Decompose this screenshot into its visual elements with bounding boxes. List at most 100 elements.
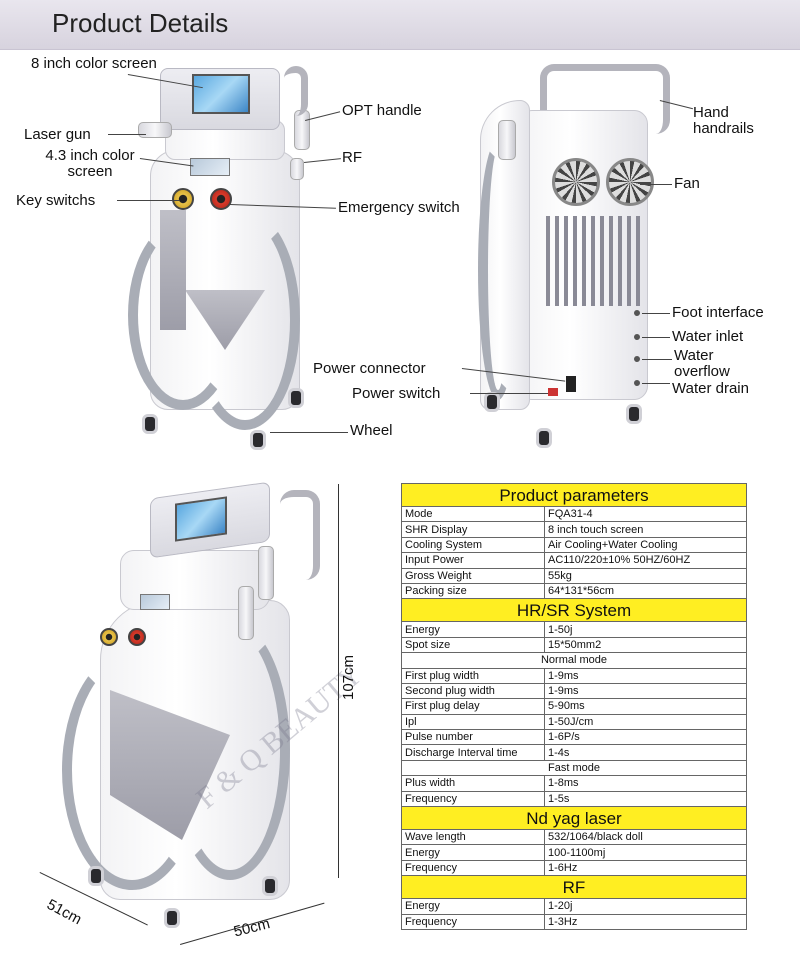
leader-rf	[304, 158, 341, 163]
spec-key: First plug width	[401, 667, 545, 684]
spec-value: 1-5s	[544, 790, 747, 808]
spec-value: AC110/220±10% 50HZ/60HZ	[544, 552, 747, 569]
back-hose	[478, 140, 518, 400]
front-wheel-right	[288, 388, 304, 408]
spec-value: 1-9ms	[544, 667, 747, 684]
back-wheel-left	[536, 428, 552, 448]
spec-key: Spot size	[401, 636, 545, 654]
spec-value: 1-8ms	[544, 775, 747, 792]
angled-43inch-screen	[140, 594, 170, 610]
leader-opt-handle	[305, 111, 341, 121]
back-power-switch	[548, 388, 558, 396]
spec-value: 15*50mm2	[544, 636, 747, 654]
spec-key: Mode	[401, 505, 545, 523]
back-wheel-rear	[484, 392, 500, 412]
front-43inch-screen	[190, 158, 230, 176]
spec-section-title: Product parameters	[401, 483, 747, 507]
spec-value: 1-9ms	[544, 682, 747, 700]
spec-value: 100-1100mj	[544, 844, 747, 861]
spec-key: Plus width	[401, 775, 545, 792]
angled-key-switch	[100, 628, 118, 646]
label-water-overflow: Water overflow	[674, 347, 730, 380]
dimension-line-height	[338, 484, 339, 878]
back-power-connector	[566, 376, 576, 392]
front-wheel-center	[250, 430, 266, 450]
spec-key: Input Power	[401, 552, 545, 569]
label-43inch-color-screen: 4.3 inch color screen	[45, 147, 135, 180]
spec-value: Air Cooling+Water Cooling	[544, 536, 747, 554]
leader-fan	[640, 184, 672, 185]
spec-section-title: HR/SR System	[401, 598, 747, 623]
spec-value: 1-20j	[544, 898, 747, 915]
spec-section-header: Product parameters	[401, 483, 747, 507]
spec-key: Wave length	[401, 829, 545, 846]
angled-handrail	[280, 490, 320, 580]
label-emergency-switch: Emergency switch	[338, 199, 460, 216]
leader-foot-interface	[642, 313, 670, 314]
spec-value: 1-50J/cm	[544, 713, 747, 731]
front-opt-handle	[294, 110, 310, 150]
leader-power-switch	[470, 393, 548, 394]
back-vent-grille	[546, 216, 642, 306]
header-bar: Product Details	[0, 0, 800, 50]
spec-value: 1-4s	[544, 744, 747, 761]
front-rf-handle	[290, 158, 304, 180]
spec-key: Energy	[401, 844, 545, 861]
label-rf: RF	[342, 149, 362, 166]
spec-key: SHR Display	[401, 521, 545, 538]
front-hose-right	[190, 210, 300, 430]
front-8inch-screen	[192, 74, 250, 114]
back-water-drain-port	[634, 380, 640, 386]
spec-key: Packing size	[401, 582, 545, 600]
spec-key: Second plug width	[401, 682, 545, 700]
angled-wheel-left	[88, 866, 104, 886]
spec-key: Cooling System	[401, 536, 545, 554]
spec-key: Discharge Interval time	[401, 744, 545, 761]
leader-wheel	[270, 432, 348, 433]
angled-wheel-right	[262, 876, 278, 896]
front-laser-gun	[138, 122, 172, 138]
spec-section-header: HR/SR System	[401, 598, 747, 623]
back-wheel-right	[626, 404, 642, 424]
angled-8inch-screen	[175, 496, 227, 542]
spec-key: Energy	[401, 621, 545, 638]
front-hose-left	[128, 220, 238, 410]
spec-key: Ipl	[401, 713, 545, 731]
label-fan: Fan	[674, 175, 700, 192]
spec-key: Frequency	[401, 913, 545, 930]
leader-water-drain	[642, 383, 670, 384]
leader-laser-gun	[108, 134, 146, 135]
back-handrail	[540, 64, 670, 134]
label-opt-handle: OPT handle	[342, 102, 422, 119]
spec-key: Frequency	[401, 790, 545, 808]
spec-value: 1-6Hz	[544, 859, 747, 877]
page-title: Product Details	[52, 8, 229, 38]
label-water-inlet: Water inlet	[672, 328, 744, 345]
spec-value: 64*131*56cm	[544, 582, 747, 600]
spec-mode-row: Normal mode	[401, 652, 747, 669]
label-foot-interface: Foot interface	[672, 304, 764, 321]
label-water-drain: Water drain	[672, 380, 749, 397]
spec-section-title: Nd yag laser	[401, 806, 747, 831]
label-laser-gun: Laser gun	[24, 126, 91, 143]
angled-emergency-switch	[128, 628, 146, 646]
front-handrail	[284, 66, 308, 116]
leader-key-switchs	[117, 200, 179, 201]
